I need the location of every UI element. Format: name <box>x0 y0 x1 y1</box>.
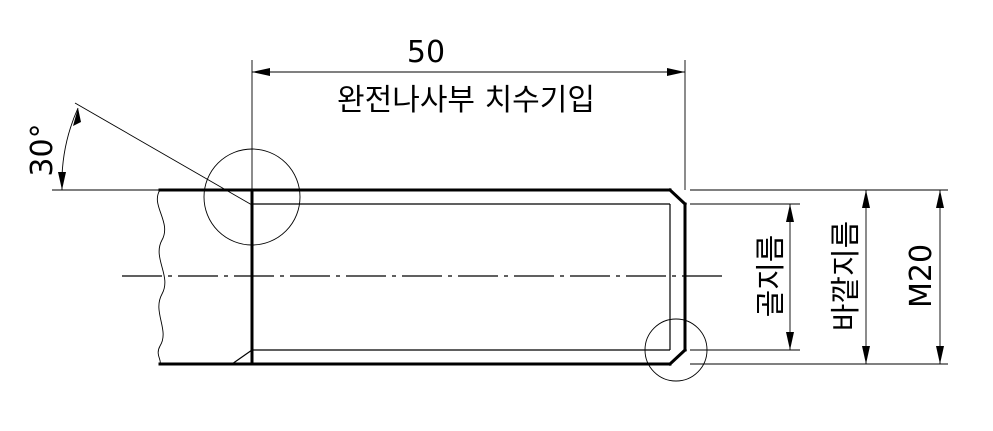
nominal-size-label: M20 <box>904 244 939 308</box>
major-diameter-dimension <box>862 190 870 364</box>
nominal-size-dimension <box>936 190 944 364</box>
length-dimension <box>251 60 686 190</box>
length-caption: 완전나사부 치수기입 <box>337 83 595 118</box>
diameter-extension-lines <box>690 189 948 365</box>
major-diameter-label: 바깥지름 <box>829 221 864 331</box>
thread-root-lines <box>231 203 671 365</box>
angle-dimension <box>52 102 253 206</box>
root-diameter-dimension <box>786 204 794 350</box>
bolt-outline <box>158 187 688 367</box>
root-diameter-label: 골지름 <box>754 235 789 318</box>
angle-label: 30° <box>25 123 60 176</box>
break-line <box>156 189 166 365</box>
length-value: 50 <box>407 35 445 70</box>
